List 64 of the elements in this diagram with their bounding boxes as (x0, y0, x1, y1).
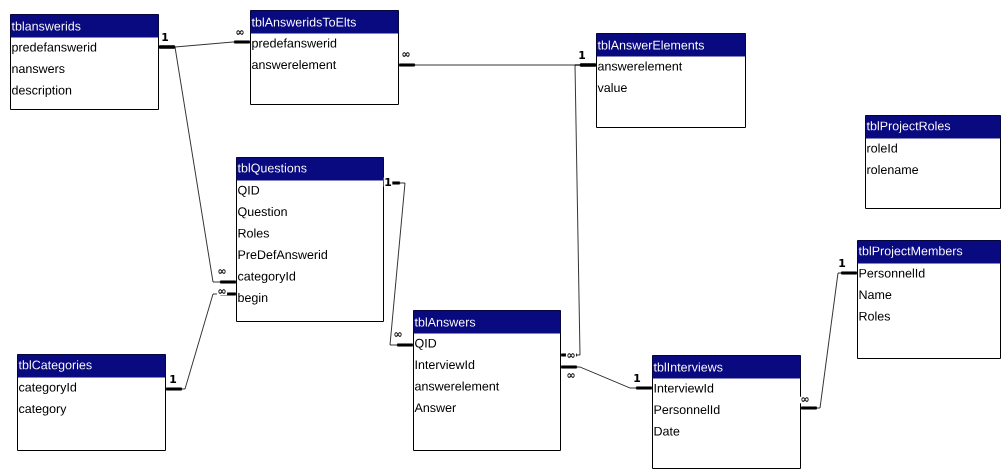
field-name: QID (415, 338, 437, 350)
table-header: tblProjectMembers (857, 240, 1001, 264)
field-name: category (19, 404, 67, 416)
field-name: Answer (414, 403, 456, 413)
field-name: PersonnelId (654, 404, 720, 415)
cardinality-label: ∞ (234, 29, 246, 37)
field-name: InterviewId (654, 383, 714, 393)
cardinality-label: 1 (160, 32, 170, 42)
table-box (865, 115, 1001, 209)
relationship-line (561, 63, 596, 357)
field-name: predefanswerid (12, 42, 97, 55)
field-name: Date (654, 426, 680, 436)
relationship-line (159, 45, 236, 284)
table-box (413, 310, 561, 451)
field-name: categoryId (238, 271, 296, 284)
field-name: Question (238, 206, 287, 219)
cardinality-label: ∞ (799, 396, 811, 404)
table-header: tblQuestions (236, 157, 384, 181)
cardinality-label: 1 (632, 373, 642, 383)
field-name: predefanswerid (252, 38, 337, 51)
table-header: tblInterviews (652, 355, 801, 379)
field-name: answerelement (252, 59, 337, 70)
relationship-line (166, 292, 236, 391)
table-box (652, 355, 801, 469)
table-box (17, 354, 166, 451)
field-name: PersonnelId (859, 268, 925, 278)
cardinality-label: 1 (168, 374, 178, 384)
field-name: roleId (867, 143, 897, 153)
field-name: description (12, 85, 72, 98)
field-name: QID (238, 185, 260, 197)
field-name: PreDefAnswerid (238, 249, 327, 260)
cardinality-label: 1 (577, 50, 587, 60)
cardinality-label: ∞ (216, 268, 228, 276)
table-header: tblAnsweridsToElts (250, 10, 399, 34)
table-header: tblCategories (17, 354, 166, 378)
table-header: tblanswerids (10, 14, 159, 38)
field-name: answerelement (415, 381, 500, 391)
table-box (857, 240, 1001, 359)
cardinality-label: 1 (837, 258, 847, 268)
field-name: begin (238, 292, 268, 305)
table-box (10, 14, 159, 110)
field-name: nanswers (12, 66, 65, 74)
table-box (236, 157, 384, 322)
table-header: tblProjectRoles (865, 115, 1001, 139)
cardinality-label: ∞ (565, 372, 577, 380)
field-name: Name (859, 290, 892, 300)
field-name: rolename (867, 164, 919, 175)
field-name: Roles (859, 311, 890, 321)
table-box (250, 10, 399, 105)
cardinality-label: 1 (383, 177, 393, 187)
cardinality-label: ∞ (400, 51, 412, 59)
cardinality-label: ∞ (392, 331, 404, 339)
field-name: answerelement (598, 61, 683, 71)
field-name: categoryId (19, 382, 77, 395)
table-header: tblAnswerElements (596, 33, 746, 57)
table-box (596, 33, 746, 128)
cardinality-label: ∞ (565, 352, 577, 360)
relationship-line (561, 365, 652, 390)
field-name: Roles (238, 228, 269, 238)
relationship-line (801, 271, 857, 410)
cardinality-label: ∞ (216, 288, 228, 296)
field-name: value (597, 82, 627, 93)
field-name: InterviewId (415, 359, 475, 370)
table-header: tblAnswers (413, 310, 561, 334)
